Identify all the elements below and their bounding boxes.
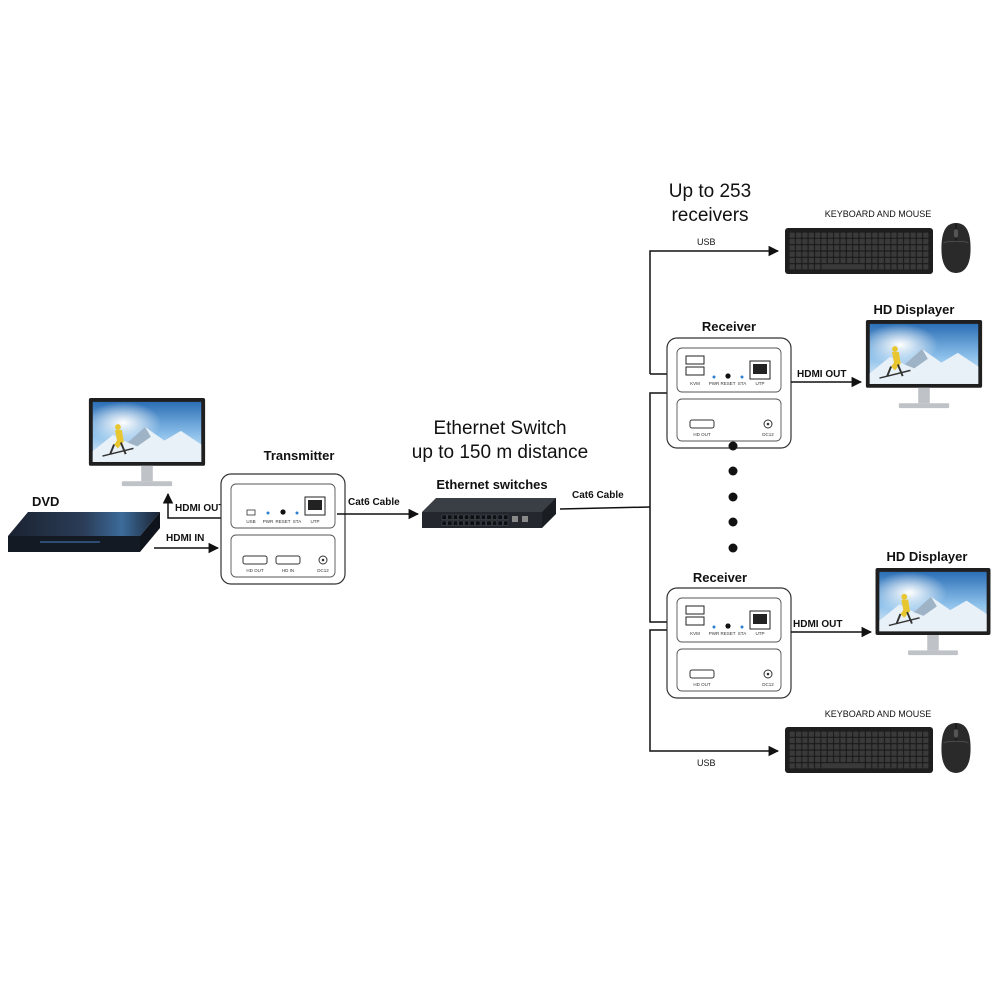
switch-caption-line1: Ethernet Switch <box>433 418 566 439</box>
tx-sta-label: STA <box>293 519 301 524</box>
rx2-reset-label: RESET <box>720 631 735 636</box>
rx1-hd-out-port-icon <box>689 419 715 429</box>
tx-sta-led-icon <box>295 511 299 515</box>
hd-displayer-monitor-bottom-icon <box>875 568 991 657</box>
rx2-dc12-label: DC12 <box>762 682 774 687</box>
usb-line-bottom <box>649 629 780 757</box>
source-monitor-icon <box>88 398 206 488</box>
cat6-label-tx: Cat6 Cable <box>348 497 400 508</box>
tx-reset-button-icon <box>280 509 286 515</box>
rx2-kvm-port-a-icon <box>685 605 705 615</box>
keyboard-mouse-label-bottom: KEYBOARD AND MOUSE <box>825 709 932 719</box>
rx1-pwr-label: PWR <box>709 381 720 386</box>
transmitter-label: Transmitter <box>264 448 335 463</box>
transmitter-device: USB PWR RESET STA UTP HD OUT HD IN DC12 <box>220 473 346 585</box>
usb-label-top: USB <box>697 237 716 247</box>
rx1-kvm-port-a-icon <box>685 355 705 365</box>
receiver-device-top: KVM PWR RESET STA UTP HD OUT DC12 <box>666 337 792 449</box>
dvd-label: DVD <box>32 494 59 509</box>
rx1-sta-label: STA <box>738 381 746 386</box>
tx-usb-port-icon <box>246 509 256 516</box>
hdmi-out-to-monitor-line <box>162 492 222 519</box>
rx1-kvm-label: KVM <box>690 381 700 386</box>
rx1-utp-label: UTP <box>756 381 765 386</box>
rx2-hd-out-label: HD OUT <box>693 682 710 687</box>
rx2-kvm-port-b-icon <box>685 616 705 626</box>
tx-hd-in-port-icon <box>275 555 301 565</box>
tx-hd-out-port-icon <box>242 555 268 565</box>
switch-caption-line2: up to 150 m distance <box>412 442 588 463</box>
tx-hd-in-label: HD IN <box>282 568 294 573</box>
receivers-count-line2: receivers <box>671 205 748 226</box>
rx1-pwr-led-icon <box>712 375 716 379</box>
receiver-label-top: Receiver <box>702 319 756 334</box>
keyboard-icon-bottom <box>785 727 933 773</box>
tx-reset-label: RESET <box>275 519 290 524</box>
usb-line-top <box>649 245 780 374</box>
cat6-label-rx: Cat6 Cable <box>572 490 624 501</box>
receivers-count-line1: Up to 253 <box>669 181 751 202</box>
rx1-reset-label: RESET <box>720 381 735 386</box>
rx2-sta-led-icon <box>740 625 744 629</box>
rx1-reset-button-icon <box>725 373 731 379</box>
more-receivers-dots <box>728 441 738 553</box>
rx1-sta-led-icon <box>740 375 744 379</box>
usb-label-bottom: USB <box>697 758 716 768</box>
rx2-pwr-led-icon <box>712 625 716 629</box>
rx2-utp-label: UTP <box>756 631 765 636</box>
hdmi-out-label-top: HDMI OUT <box>797 369 846 380</box>
hdmi-out-label-bottom: HDMI OUT <box>793 619 842 630</box>
receiver-device-bottom: KVM PWR RESET STA UTP HD OUT DC12 <box>666 587 792 699</box>
rx2-pwr-label: PWR <box>709 631 720 636</box>
mouse-icon-bottom <box>940 722 972 774</box>
keyboard-mouse-label-top: KEYBOARD AND MOUSE <box>825 209 932 219</box>
tx-usb-port-label: USB <box>246 519 255 524</box>
utp-bus-line <box>649 392 669 623</box>
ethernet-switch-icon <box>422 498 556 528</box>
keyboard-icon-top <box>785 228 933 274</box>
rx1-hd-out-label: HD OUT <box>693 432 710 437</box>
tx-hd-out-label: HD OUT <box>246 568 263 573</box>
receiver-label-bottom: Receiver <box>693 570 747 585</box>
hd-displayer-label-top: HD Displayer <box>874 302 955 317</box>
tx-pwr-led-icon <box>266 511 270 515</box>
rx2-reset-button-icon <box>725 623 731 629</box>
dvd-player-icon <box>8 512 160 552</box>
rx2-hd-out-port-icon <box>689 669 715 679</box>
hdmi-out-label-source: HDMI OUT <box>175 503 224 514</box>
cat6-line-switch-to-bus <box>559 506 651 510</box>
tx-utp-label: UTP <box>311 519 320 524</box>
hd-displayer-label-bottom: HD Displayer <box>887 549 968 564</box>
tx-dc12-label: DC12 <box>317 568 329 573</box>
tx-pwr-label: PWR <box>263 519 274 524</box>
rx2-sta-label: STA <box>738 631 746 636</box>
hd-displayer-monitor-top-icon <box>865 320 983 410</box>
rx1-dc12-label: DC12 <box>762 432 774 437</box>
mouse-icon-top <box>940 222 972 274</box>
hdmi-in-label: HDMI IN <box>166 533 204 544</box>
ethernet-switches-label: Ethernet switches <box>436 477 547 492</box>
rx2-kvm-label: KVM <box>690 631 700 636</box>
rx1-kvm-port-b-icon <box>685 366 705 376</box>
